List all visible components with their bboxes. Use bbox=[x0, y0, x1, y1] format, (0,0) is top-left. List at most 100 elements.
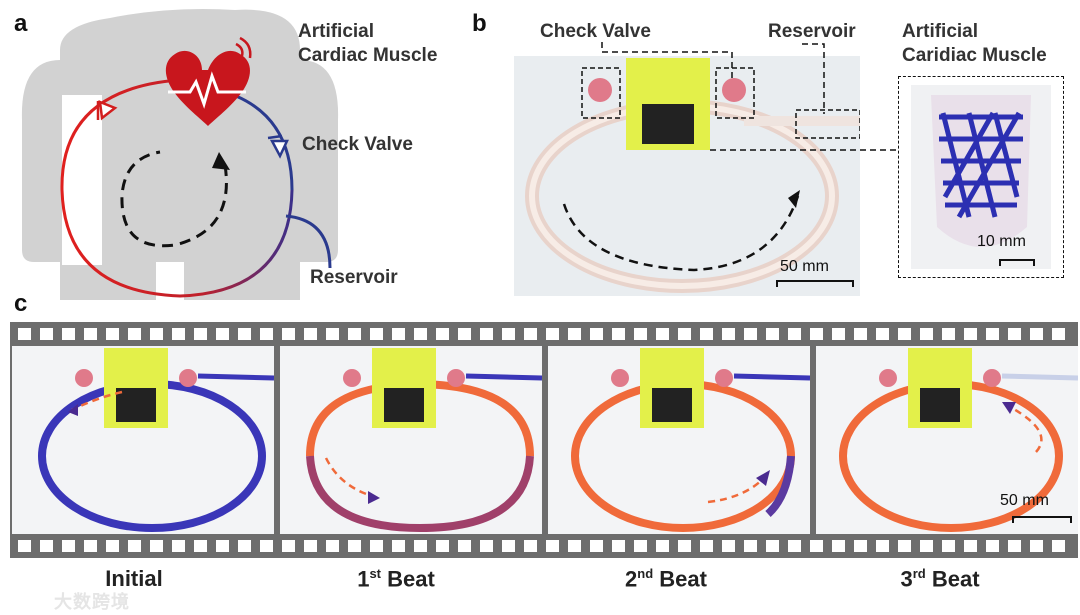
film-sprocket-hole bbox=[700, 540, 713, 552]
film-sprocket-hole bbox=[964, 328, 977, 340]
artery-path bbox=[60, 78, 294, 298]
film-sprocket-hole bbox=[722, 328, 735, 340]
film-sprocket-hole bbox=[84, 328, 97, 340]
film-sprocket-hole bbox=[634, 540, 647, 552]
film-sprocket-hole bbox=[568, 328, 581, 340]
reservoir-line bbox=[285, 214, 332, 269]
check-valve-right-icon bbox=[267, 134, 289, 159]
film-strip: 50 mm bbox=[10, 322, 1078, 558]
film-sprocket-hole bbox=[172, 540, 185, 552]
film-sprocket-hole bbox=[942, 328, 955, 340]
film-sprocket-hole bbox=[18, 540, 31, 552]
film-sprocket-hole bbox=[678, 328, 691, 340]
film-sprocket-hole bbox=[40, 328, 53, 340]
film-sprocket-hole bbox=[788, 328, 801, 340]
film-sprocket-hole bbox=[656, 328, 669, 340]
film-sprocket-hole bbox=[414, 328, 427, 340]
film-sprocket-hole bbox=[1030, 328, 1043, 340]
panel-c-letter: c bbox=[14, 290, 28, 317]
flow-arrow-icon bbox=[120, 150, 228, 248]
film-sprocket-hole bbox=[392, 540, 405, 552]
panel-a-diagram bbox=[21, 9, 339, 300]
film-sprocket-hole bbox=[876, 540, 889, 552]
caption-beat-2: 2nd Beat bbox=[625, 566, 707, 592]
film-sprocket-hole bbox=[414, 540, 427, 552]
film-sprocket-hole bbox=[568, 540, 581, 552]
film-sprocket-hole bbox=[62, 540, 75, 552]
film-sprocket-hole bbox=[766, 540, 779, 552]
film-sprocket-hole bbox=[898, 540, 911, 552]
film-sprocket-hole bbox=[282, 328, 295, 340]
film-sprocket-hole bbox=[40, 540, 53, 552]
film-sprocket-hole bbox=[876, 328, 889, 340]
scale-label-inset: 10 mm bbox=[977, 233, 1026, 250]
film-sprocket-hole bbox=[370, 540, 383, 552]
watermark: 大数跨境 bbox=[54, 592, 130, 612]
film-sprocket-hole bbox=[238, 328, 251, 340]
artificial-muscle-label: Artificial Cardiac Muscle bbox=[298, 21, 438, 66]
film-sprocket-hole bbox=[194, 328, 207, 340]
film-sprocket-hole bbox=[986, 540, 999, 552]
film-sprocket-hole bbox=[436, 328, 449, 340]
film-sprocket-hole bbox=[150, 540, 163, 552]
film-sprocket-hole bbox=[18, 328, 31, 340]
check-valve-label-a: Check Valve bbox=[302, 134, 413, 155]
scale-label-b: 50 mm bbox=[780, 258, 829, 275]
film-sprocket-hole bbox=[282, 540, 295, 552]
system-photo: 50 mm bbox=[514, 56, 860, 296]
film-sprocket-hole bbox=[810, 328, 823, 340]
scale-bar-c bbox=[1012, 516, 1072, 523]
check-valve-left-icon bbox=[96, 100, 118, 121]
film-sprocket-hole bbox=[458, 328, 471, 340]
reservoir-label-a: Reservoir bbox=[310, 267, 398, 288]
film-sprocket-hole bbox=[854, 328, 867, 340]
film-sprocket-hole bbox=[106, 540, 119, 552]
film-sprocket-hole bbox=[480, 328, 493, 340]
film-sprocket-hole bbox=[172, 328, 185, 340]
film-sprocket-hole bbox=[1008, 540, 1021, 552]
frame-initial bbox=[12, 346, 274, 534]
scale-bar-inset bbox=[999, 259, 1035, 266]
caption-beat-3: 3rd Beat bbox=[900, 566, 980, 592]
film-sprocket-hole bbox=[502, 328, 515, 340]
film-sprocket-hole bbox=[458, 540, 471, 552]
scale-bar-b bbox=[776, 280, 854, 287]
film-sprocket-hole bbox=[260, 328, 273, 340]
film-sprocket-hole bbox=[788, 540, 801, 552]
film-sprocket-hole bbox=[832, 328, 845, 340]
film-sprocket-hole bbox=[480, 540, 493, 552]
film-sprocket-hole bbox=[370, 328, 383, 340]
film-sprocket-hole bbox=[304, 540, 317, 552]
film-sprocket-hole bbox=[986, 328, 999, 340]
film-sprocket-hole bbox=[766, 328, 779, 340]
frame-beat-1 bbox=[280, 346, 542, 534]
film-sprocket-hole bbox=[810, 540, 823, 552]
film-sprocket-hole bbox=[106, 328, 119, 340]
signal-arc-icon bbox=[235, 42, 244, 57]
film-sprocket-bottom bbox=[18, 540, 1065, 552]
film-sprocket-hole bbox=[920, 328, 933, 340]
film-sprocket-hole bbox=[920, 540, 933, 552]
film-sprocket-hole bbox=[656, 540, 669, 552]
film-sprocket-hole bbox=[392, 328, 405, 340]
film-sprocket-hole bbox=[744, 540, 757, 552]
frame-beat-2 bbox=[548, 346, 810, 534]
film-sprocket-hole bbox=[722, 540, 735, 552]
scale-label-c: 50 mm bbox=[1000, 492, 1049, 509]
film-sprocket-hole bbox=[348, 540, 361, 552]
film-sprocket-hole bbox=[1052, 328, 1065, 340]
check-valve-label-b: Check Valve bbox=[540, 21, 651, 42]
film-sprocket-hole bbox=[678, 540, 691, 552]
film-sprocket-hole bbox=[744, 328, 757, 340]
callout-lines bbox=[601, 42, 898, 151]
film-sprocket-hole bbox=[942, 540, 955, 552]
film-sprocket-hole bbox=[700, 328, 713, 340]
film-sprocket-hole bbox=[964, 540, 977, 552]
film-sprocket-hole bbox=[1008, 328, 1021, 340]
film-sprocket-hole bbox=[546, 328, 559, 340]
film-sprocket-hole bbox=[502, 540, 515, 552]
film-sprocket-hole bbox=[84, 540, 97, 552]
film-sprocket-hole bbox=[128, 540, 141, 552]
film-sprocket-hole bbox=[326, 540, 339, 552]
film-sprocket-hole bbox=[590, 540, 603, 552]
